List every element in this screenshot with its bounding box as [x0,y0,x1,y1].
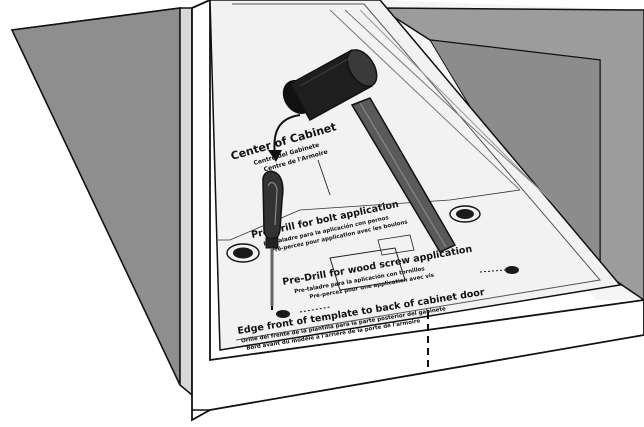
drill-hole-icon [226,243,260,263]
mallet-icon [282,48,457,253]
template-bracket-lines [218,189,521,241]
drill-hole-icon [449,205,481,223]
screwdriver-icon [262,170,284,310]
drill-hole-icon [505,266,519,274]
curved-arrow-icon [268,114,301,162]
cabinet-left-side-shade [10,7,181,386]
drill-hole-icon [276,310,290,318]
template-hinge-box [329,247,406,291]
template-hinge-inner-box [377,234,415,256]
cabinet-left-edge [179,7,193,397]
template-inner-frame [232,3,601,341]
center-guide-line [317,159,331,196]
cabinet-front-frame [191,0,644,422]
